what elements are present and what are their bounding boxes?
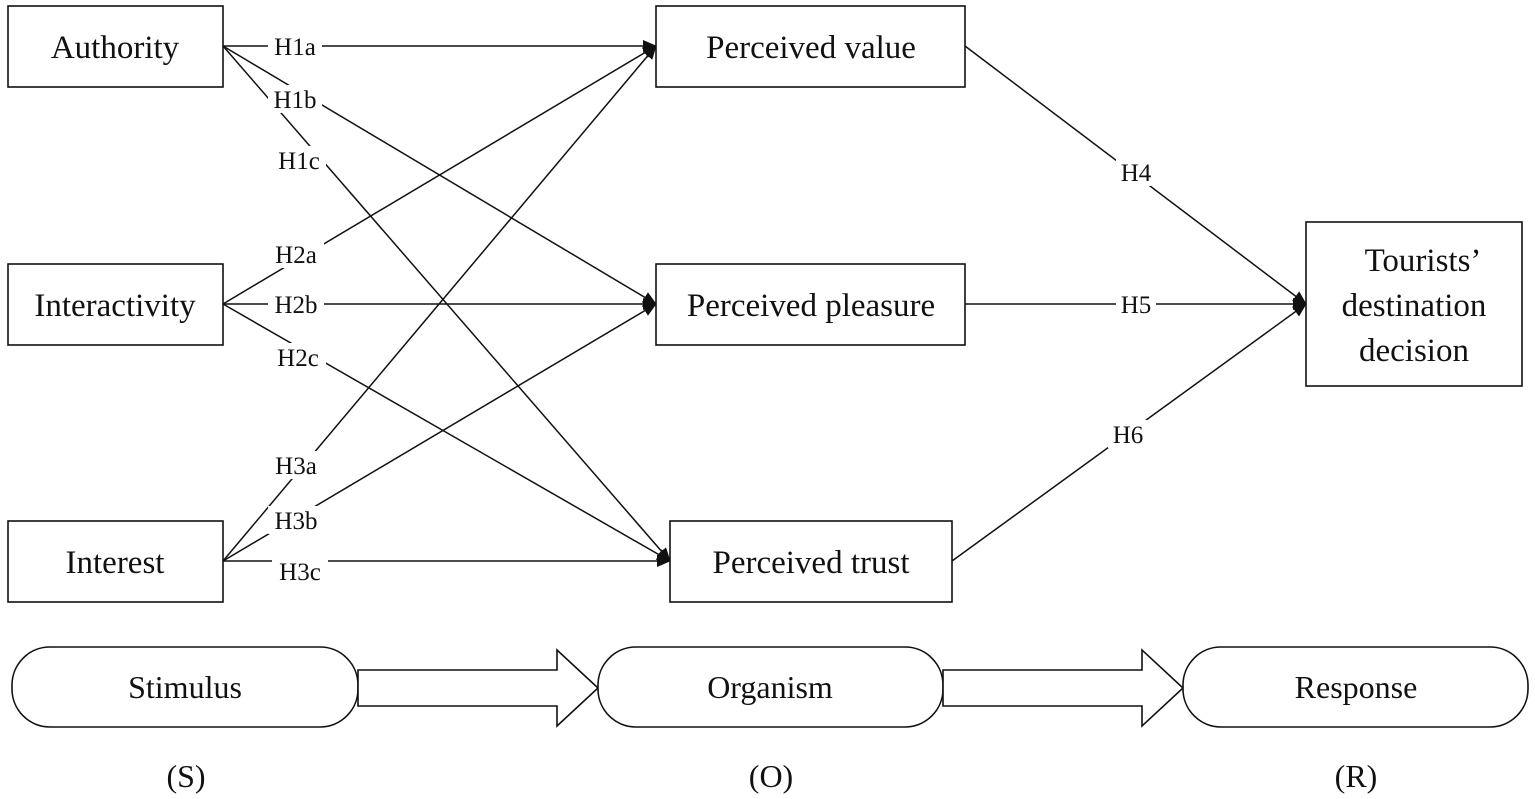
node-interest: Interest xyxy=(7,520,224,603)
stage-organism-label: Organism xyxy=(707,669,833,705)
node-decision-line-3: decision xyxy=(1359,333,1469,369)
stage-arrow-s-to-o xyxy=(357,648,600,728)
stage-code-s: (S) xyxy=(166,758,205,794)
stage-code-o: (O) xyxy=(749,758,793,794)
hypothesis-labels: H1a H1b H1c H2a H2b H2c H3a H3b H3c H4 H… xyxy=(268,32,1156,586)
label-h2c: H2c xyxy=(277,345,319,372)
label-h1a: H1a xyxy=(274,34,316,61)
label-h4: H4 xyxy=(1121,160,1152,187)
node-perceived-trust: Perceived trust xyxy=(669,520,953,603)
stimulus-constructs: Authority Interactivity Interest xyxy=(7,5,224,603)
node-authority-label: Authority xyxy=(51,30,180,66)
node-authority: Authority xyxy=(7,5,224,88)
stage-response xyxy=(1182,646,1529,728)
label-h3a: H3a xyxy=(275,453,317,480)
sor-band: Stimulus Organism Response (S) (O) (R) xyxy=(11,646,1529,794)
label-h1c: H1c xyxy=(278,148,320,175)
label-h3c: H3c xyxy=(279,559,321,586)
node-decision-line-2: destination xyxy=(1342,288,1487,324)
node-perceived-pleasure-label: Perceived pleasure xyxy=(687,288,935,324)
node-destination-decision: Tourists’ destination decision xyxy=(1305,221,1523,387)
stage-response-label: Response xyxy=(1295,669,1418,705)
node-perceived-trust-label: Perceived trust xyxy=(712,545,909,581)
node-decision-line-1: Tourists’ xyxy=(1365,243,1482,279)
stage-stimulus-label: Stimulus xyxy=(128,669,242,705)
organism-constructs: Perceived value Perceived pleasure Perce… xyxy=(655,5,966,603)
label-h5: H5 xyxy=(1121,292,1152,319)
stage-code-r: (R) xyxy=(1335,758,1378,794)
node-perceived-value: Perceived value xyxy=(655,5,966,88)
node-interest-label: Interest xyxy=(66,545,165,581)
stage-arrow-o-to-r xyxy=(942,648,1185,728)
label-h2b: H2b xyxy=(274,292,317,319)
node-perceived-value-label: Perceived value xyxy=(706,30,916,66)
node-interactivity-label: Interactivity xyxy=(34,288,196,324)
label-h1b: H1b xyxy=(273,87,316,114)
label-h2a: H2a xyxy=(275,242,317,269)
label-h3b: H3b xyxy=(274,508,317,535)
node-interactivity: Interactivity xyxy=(7,263,224,346)
label-h6: H6 xyxy=(1113,422,1144,449)
node-perceived-pleasure: Perceived pleasure xyxy=(655,263,966,346)
response-constructs: Tourists’ destination decision xyxy=(1305,221,1523,387)
